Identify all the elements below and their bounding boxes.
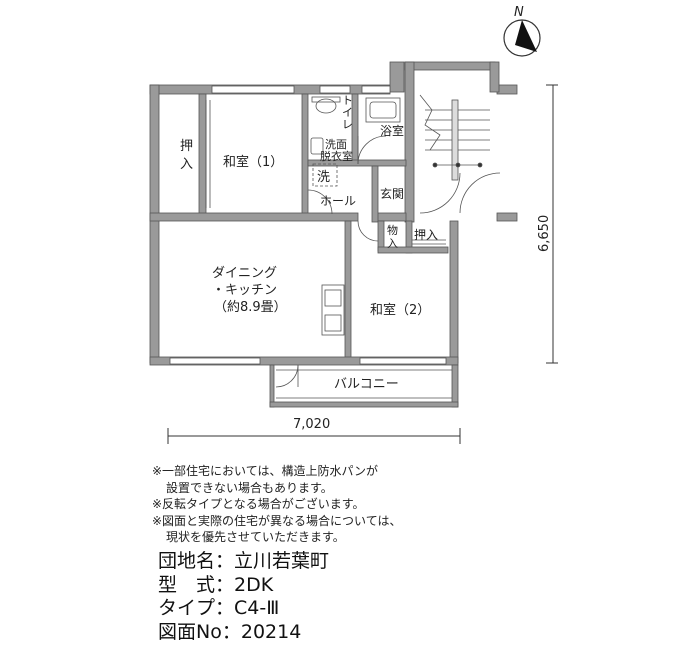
info-key: 型 式 bbox=[158, 573, 216, 596]
room-oshiire1-char2: 入 bbox=[180, 157, 193, 172]
info-value: 立川若葉町 bbox=[234, 550, 330, 572]
room-storage-char2: 入 bbox=[387, 237, 398, 250]
room-toilet-char2: イ bbox=[342, 106, 353, 119]
info-row-name: 団地名 ： 立川若葉町 bbox=[158, 550, 329, 574]
room-bath: 浴室 bbox=[380, 123, 404, 138]
notes: ※一部住宅においては、構造上防水パンが 設置できない場合もあります。 ※反転タイ… bbox=[152, 463, 401, 546]
info-key: タイプ bbox=[158, 597, 216, 619]
fittings bbox=[205, 96, 501, 399]
dimension-width: 7,020 bbox=[293, 417, 330, 432]
room-toilet-char3: レ bbox=[342, 118, 353, 131]
room-washroom-line2: 脱衣室 bbox=[320, 149, 353, 163]
info-value: C4-Ⅲ bbox=[234, 597, 280, 619]
info-key: 団地名 bbox=[158, 550, 216, 572]
room-toilet-char1: ト bbox=[342, 94, 353, 107]
room-oshiire1-char1: 押 bbox=[180, 139, 193, 154]
room-labels: 押 入 和室（1） ト イ レ 浴室 洗面 脱衣室 洗 ホール 玄関 物 入 押… bbox=[180, 94, 438, 392]
room-storage-char1: 物 bbox=[387, 223, 398, 237]
info-sep: ： bbox=[215, 597, 235, 619]
info-sep: ： bbox=[215, 573, 235, 596]
info-row-number: 図面No ： 20214 bbox=[158, 621, 329, 645]
room-entrance: 玄関 bbox=[380, 186, 404, 201]
info-value: 2DK bbox=[234, 573, 274, 596]
info-row-subtype: タイプ ： C4-Ⅲ bbox=[158, 597, 329, 621]
room-washer: 洗 bbox=[317, 170, 330, 185]
staircase bbox=[419, 94, 490, 181]
info-row-type: 型 式 ： 2DK bbox=[158, 574, 329, 598]
walls bbox=[149, 61, 518, 408]
info-sep: ： bbox=[221, 620, 241, 643]
dimension-lines bbox=[167, 84, 558, 444]
note-line-4: ※図面と実際の住宅が異なる場合については、 bbox=[152, 513, 402, 528]
room-hall: ホール bbox=[320, 194, 356, 208]
note-line-5: 現状を優先させていただきます。 bbox=[166, 530, 345, 544]
room-washroom-line1: 洗面 bbox=[325, 138, 347, 151]
note-line-2: 設置できない場合もあります。 bbox=[166, 480, 333, 495]
info-value: 20214 bbox=[240, 620, 302, 643]
compass: N bbox=[503, 5, 541, 57]
info-block: 団地名 ： 立川若葉町 型 式 ： 2DK タイプ ： C4-Ⅲ 図面No ： … bbox=[158, 550, 329, 644]
room-washitsu2: 和室（2） bbox=[370, 302, 430, 318]
compass-label: N bbox=[514, 5, 524, 20]
room-dk-line1: ダイニング bbox=[212, 266, 277, 281]
dimension-height: 6,650 bbox=[537, 215, 552, 252]
room-dk-line3: （約8.9畳） bbox=[214, 300, 287, 315]
room-dk-line2: ・キッチン bbox=[212, 283, 277, 298]
info-sep: ： bbox=[215, 550, 235, 572]
note-line-3: ※反転タイプとなる場合がございます。 bbox=[152, 497, 365, 511]
room-washitsu1: 和室（1） bbox=[223, 154, 283, 170]
windows bbox=[169, 85, 447, 365]
note-line-1: ※一部住宅においては、構造上防水パンが bbox=[152, 464, 379, 478]
room-oshiire2: 押入 bbox=[414, 228, 438, 242]
info-key: 図面No bbox=[158, 620, 222, 643]
room-balcony: バルコニー bbox=[334, 377, 399, 392]
